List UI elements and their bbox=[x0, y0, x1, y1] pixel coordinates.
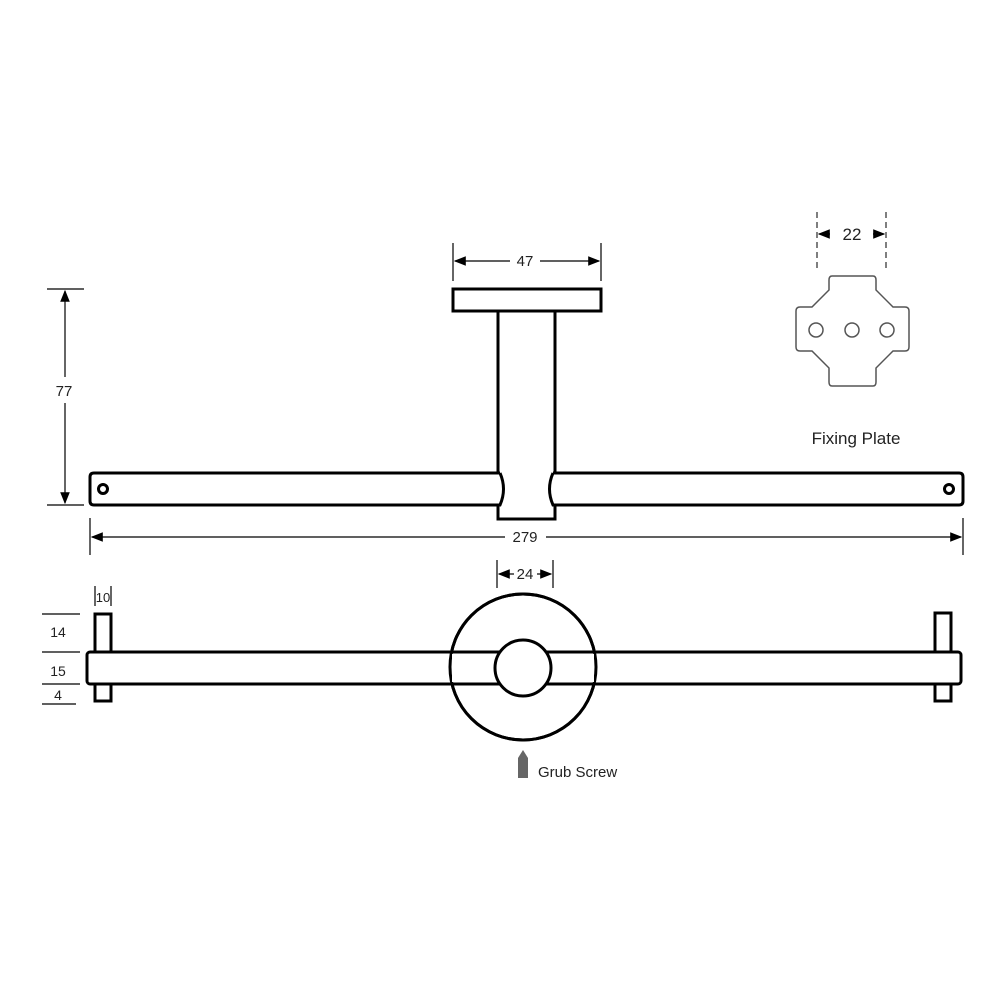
dimension-overall-length: 279 bbox=[89, 518, 964, 555]
stem-section bbox=[493, 638, 553, 698]
fixing-hole bbox=[879, 322, 895, 338]
plate-width-label: 47 bbox=[517, 253, 534, 270]
post-bottom-label: 4 bbox=[54, 687, 62, 703]
bar-diameter-label: 24 bbox=[517, 566, 534, 583]
fixing-plate-width-label: 22 bbox=[843, 225, 862, 244]
dimension-post-heights: 14 15 4 bbox=[42, 613, 80, 705]
dimension-plate-width: 47 bbox=[452, 243, 602, 281]
right-arm bbox=[548, 471, 965, 507]
grub-screw-label: Grub Screw bbox=[538, 764, 617, 781]
rosette-lower bbox=[448, 592, 598, 742]
grub-screw-callout: Grub Screw bbox=[518, 750, 617, 781]
fixing-plate-detail: 22 Fixing Plate bbox=[795, 212, 910, 448]
fixing-hole bbox=[808, 322, 824, 338]
wall-plate bbox=[451, 287, 603, 313]
left-arm bbox=[88, 471, 505, 507]
fixing-plate-shape bbox=[795, 275, 910, 387]
front-view bbox=[88, 287, 965, 521]
fixing-hole bbox=[844, 322, 860, 338]
left-hole bbox=[97, 483, 109, 495]
right-hole bbox=[943, 483, 955, 495]
bar-thickness-label: 15 bbox=[50, 663, 66, 679]
overall-length-label: 279 bbox=[512, 529, 537, 546]
post-top-label: 14 bbox=[50, 624, 66, 640]
grub-screw-icon bbox=[518, 750, 528, 778]
dimension-post-width: 10 bbox=[94, 586, 112, 606]
post-width-label: 10 bbox=[96, 590, 110, 605]
fixing-plate-label: Fixing Plate bbox=[812, 429, 901, 448]
top-view bbox=[85, 592, 963, 742]
dimension-height: 77 bbox=[47, 288, 84, 506]
dimension-bar-diameter: 24 bbox=[496, 560, 554, 588]
height-label: 77 bbox=[56, 383, 73, 400]
stem bbox=[496, 311, 557, 521]
